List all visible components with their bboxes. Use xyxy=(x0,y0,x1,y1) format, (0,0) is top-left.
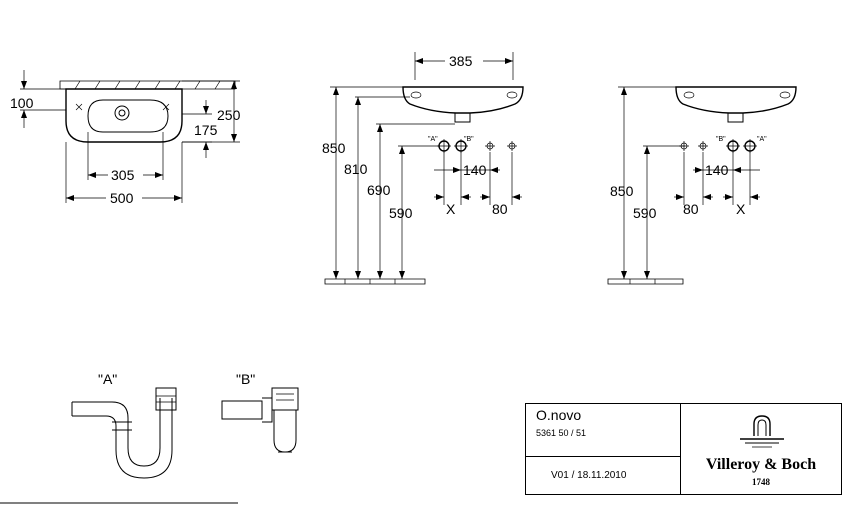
title-block: O.novo 5361 50 / 51 V01 / 18.11.2010 Vil… xyxy=(525,403,842,495)
waste-outlet-right xyxy=(727,113,744,123)
basin-top-outline xyxy=(65,88,183,143)
title-block-info: O.novo 5361 50 / 51 V01 / 18.11.2010 xyxy=(526,404,681,494)
trap-a-drawing: "A" xyxy=(71,371,177,479)
dim-x-left: X xyxy=(446,201,456,217)
label-conn-b-left: "B" xyxy=(464,136,474,143)
basin-front-outline-right xyxy=(675,86,797,114)
tap-hole xyxy=(114,105,130,121)
dim-385: 385 xyxy=(449,53,473,69)
dim-500: 500 xyxy=(110,190,134,206)
front-view-right: 850 590 "B" "A" 140 80 X xyxy=(607,86,797,285)
front-view-left: 385 850 810 690 590 xyxy=(322,52,524,285)
connection-valves-right xyxy=(679,139,757,153)
floor-left xyxy=(324,278,426,285)
dim-850-left: 850 xyxy=(322,140,346,156)
dim-80-right: 80 xyxy=(683,201,699,217)
top-view: 100 250 175 305 500 xyxy=(10,70,241,206)
dim-850-right: 850 xyxy=(610,183,634,199)
dim-590-left: 590 xyxy=(389,205,413,221)
trap-b-drawing: "B" xyxy=(221,371,299,453)
dim-175: 175 xyxy=(194,122,218,138)
title-block-divider xyxy=(526,456,681,457)
overflow-markers-icon xyxy=(75,103,170,111)
dim-140-right: 140 xyxy=(705,162,729,178)
trap-b-label: "B" xyxy=(236,371,255,387)
dim-690: 690 xyxy=(367,182,391,198)
dim-250: 250 xyxy=(217,107,241,123)
brand-year: 1748 xyxy=(752,477,770,487)
connection-valves-left xyxy=(437,139,517,153)
label-conn-a-left: "A" xyxy=(428,136,438,143)
article-codes: 5361 50 / 51 xyxy=(536,428,587,438)
waste-outlet-left xyxy=(454,113,471,123)
trap-a-label: "A" xyxy=(98,371,117,387)
dim-590-right: 590 xyxy=(633,205,657,221)
label-conn-b-right: "B" xyxy=(716,136,726,143)
brand-logo: Villeroy & Boch 1748 xyxy=(681,404,841,494)
wall-band xyxy=(59,80,236,90)
version-date: V01 / 18.11.2010 xyxy=(551,470,627,481)
dim-810: 810 xyxy=(344,161,368,177)
basin-front-outline-left xyxy=(402,86,524,114)
dim-x-right: X xyxy=(736,201,746,217)
dim-140-left: 140 xyxy=(463,162,487,178)
dim-80-left: 80 xyxy=(492,201,508,217)
villeroy-boch-emblem-icon xyxy=(740,415,784,448)
brand-name: Villeroy & Boch xyxy=(705,456,817,473)
dim-305: 305 xyxy=(111,167,135,183)
label-conn-a-right: "A" xyxy=(757,136,767,143)
dim-100: 100 xyxy=(10,95,34,111)
product-name: O.novo xyxy=(536,407,582,423)
floor-right xyxy=(607,278,684,285)
